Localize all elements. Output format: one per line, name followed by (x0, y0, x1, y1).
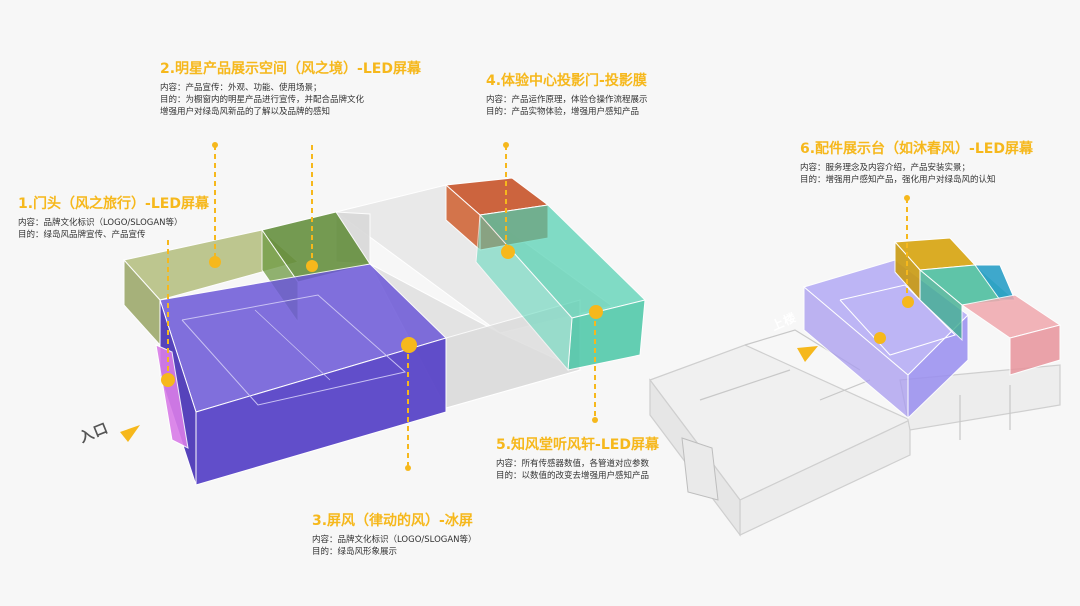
pink-block (960, 294, 1062, 376)
callout-2: 2.明星产品展示空间（风之境）-LED屏幕 内容：产品宣传：外观、功能、使用场景… (160, 60, 421, 118)
callout-2-title: 2.明星产品展示空间（风之境）-LED屏幕 (160, 61, 421, 77)
callout-6-title: 6.配件展示台（如沐春风）-LED屏幕 (800, 141, 1033, 157)
callout-dots (161, 142, 914, 471)
callout-1-title: 1.门头（风之旅行）-LED屏幕 (18, 196, 209, 212)
marker-3 (401, 337, 417, 353)
callout-4-title: 4.体验中心投影门-投影膜 (486, 73, 647, 89)
marker-2b (306, 260, 318, 272)
right-model (649, 237, 1062, 537)
marker-6 (902, 296, 914, 308)
callout-1: 1.门头（风之旅行）-LED屏幕 内容：品牌文化标识（LOGO/SLOGAN等）… (18, 195, 209, 241)
callout-1-desc: 内容：品牌文化标识（LOGO/SLOGAN等） 目的：绿岛风品牌宣传、产品宣传 (18, 218, 183, 240)
marker-1 (161, 373, 175, 387)
entrance-door (155, 344, 189, 449)
callout-5-desc: 内容：所有传感器数值，各管道对应参数 目的：以数值的改变去增强用户感知产品 (496, 459, 650, 481)
marker-5 (589, 305, 603, 319)
callout-6-desc: 内容：服务理念及内容介绍，产品安装实景； 目的：增强用户感知产品，强化用户对绿岛… (800, 163, 996, 185)
callout-4-desc: 内容：产品运作原理，体验仓操作流程展示 目的：产品实物体验，增强用户感知产品 (486, 95, 648, 117)
marker-2 (209, 256, 221, 268)
callout-6: 6.配件展示台（如沐春风）-LED屏幕 内容：服务理念及内容介绍，产品安装实景；… (800, 140, 1033, 186)
callout-3-desc: 内容：品牌文化标识（LOGO/SLOGAN等） 目的：绿岛风形象展示 (312, 535, 477, 557)
entrance-arrow-icon (120, 425, 140, 442)
callout-3-title: 3.屏风（律动的风）-冰屏 (312, 513, 473, 529)
right-entrance-door (681, 437, 719, 501)
callout-3: 3.屏风（律动的风）-冰屏 内容：品牌文化标识（LOGO/SLOGAN等） 目的… (312, 512, 477, 558)
callout-5-title: 5.知风堂听风轩-LED屏幕 (496, 437, 659, 453)
leader-lines (167, 145, 908, 468)
marker-4 (501, 245, 515, 259)
screen-partition-block (159, 263, 447, 486)
upstairs-arrow-icon (797, 346, 818, 362)
callout-2-desc: 内容：产品宣传：外观、功能、使用场景； 目的：为橱窗内的明星产品进行宣传，并配合… (160, 83, 365, 117)
zhifengtang-block (475, 204, 646, 372)
marker-6b (874, 332, 886, 344)
callout-5: 5.知风堂听风轩-LED屏幕 内容：所有传感器数值，各管道对应参数 目的：以数值… (496, 436, 659, 482)
callout-4: 4.体验中心投影门-投影膜 内容：产品运作原理，体验仓操作流程展示 目的：产品实… (486, 72, 648, 118)
